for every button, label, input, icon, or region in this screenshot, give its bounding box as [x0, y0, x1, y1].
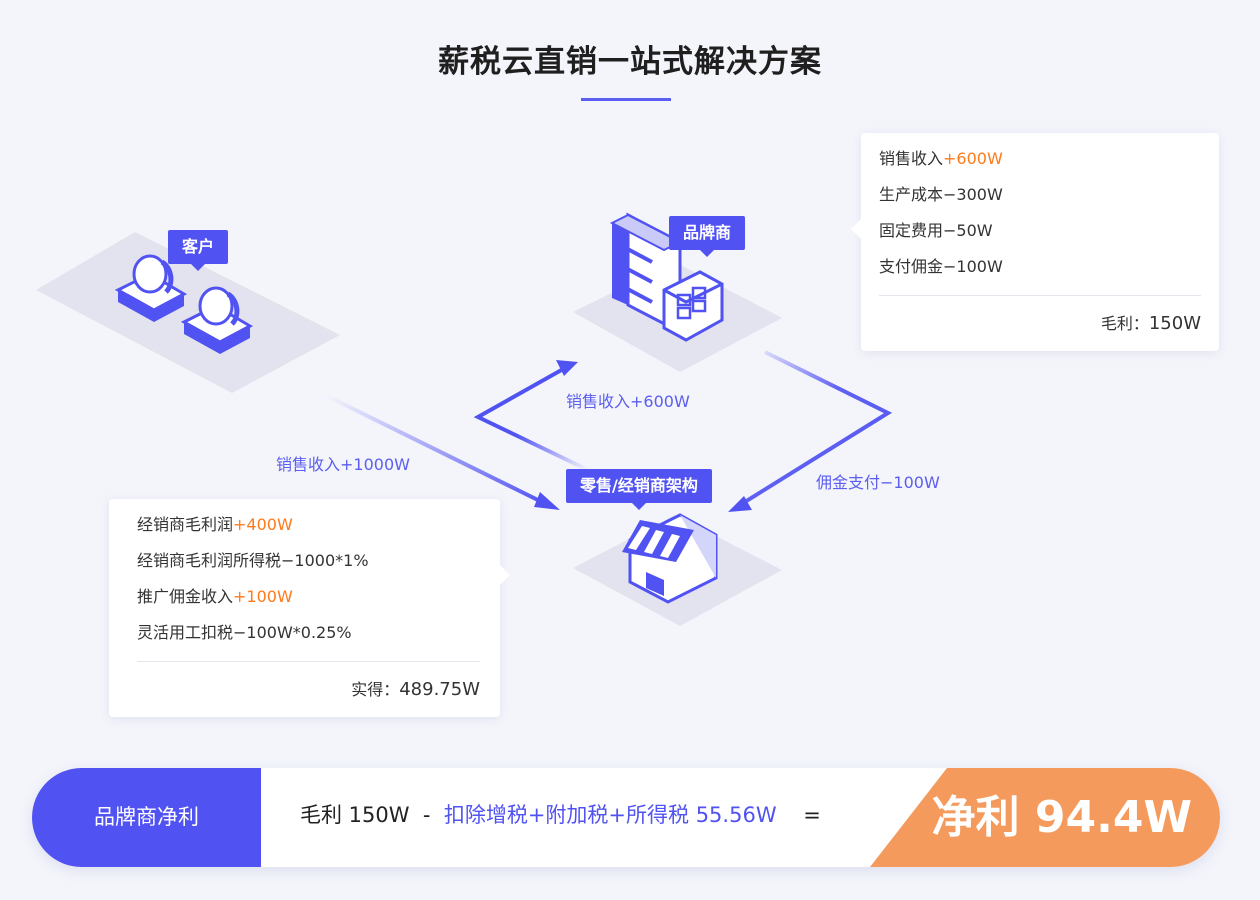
net-profit-bar: 品牌商净利 毛利 150W - 扣除增税+附加税+所得税 55.56W = 净利… [32, 768, 1220, 867]
flow-arrowhead-brand-retail [728, 496, 752, 512]
equals-sign: = [803, 803, 821, 827]
retail-income-card: 经销商毛利润+400W 经销商毛利润所得税−1000*1% 推广佣金收入+100… [109, 499, 510, 717]
flow-label-brand-retail: 佣金支付−100W [816, 473, 940, 492]
retail-tag: 零售/经销商架构 [566, 469, 712, 510]
brand-tag: 品牌商 [669, 216, 746, 257]
brand-line: 支付佣金−100W [879, 257, 1003, 276]
flow-arrow-brand-retail [738, 350, 893, 507]
brand-line: 生产成本−300W [879, 185, 1003, 204]
deduction-term: 扣除增税+附加税+所得税 55.56W [443, 803, 777, 827]
users-icon [114, 254, 254, 354]
brand-profit-card: 销售收入+600W 生产成本−300W 固定费用−50W 支付佣金−100W 毛… [851, 133, 1219, 351]
retail-line: 灵活用工扣税−100W*0.25% [137, 623, 352, 642]
brand-line: 固定费用−50W [879, 221, 993, 240]
minus-sign: - [422, 803, 431, 827]
store-icon [622, 513, 718, 604]
brand-gross-profit: 毛利：150W [1100, 313, 1201, 334]
title-underline [581, 98, 671, 101]
flow-arrow-retail-brand [473, 366, 589, 472]
flow-arrowhead-customer-retail [534, 492, 560, 510]
flow-arrowhead-retail-brand [556, 360, 578, 376]
retail-line: 经销商毛利润+400W [137, 515, 293, 534]
flow-arrow-customer-retail [324, 393, 549, 507]
retail-line: 经销商毛利润所得税−1000*1% [137, 551, 369, 570]
gross-term: 毛利 150W [300, 803, 410, 827]
flow-label-customer-retail: 销售收入+1000W [276, 455, 410, 474]
net-profit-label: 品牌商净利 [32, 768, 261, 867]
customer-tag: 客户 [168, 230, 229, 271]
net-profit-value: 净利 94.4W [931, 792, 1192, 843]
retail-line: 推广佣金收入+100W [137, 587, 293, 606]
customer-platform [36, 232, 340, 393]
page-title: 薪税云直销一站式解决方案 [438, 44, 822, 80]
net-profit-formula: 毛利 150W - 扣除增税+附加税+所得税 55.56W = [300, 768, 821, 867]
brand-line: 销售收入+600W [879, 149, 1003, 168]
retail-net-income: 实得：489.75W [351, 679, 480, 700]
server-building-icon [609, 212, 724, 342]
flow-label-retail-brand: 销售收入+600W [566, 392, 690, 411]
